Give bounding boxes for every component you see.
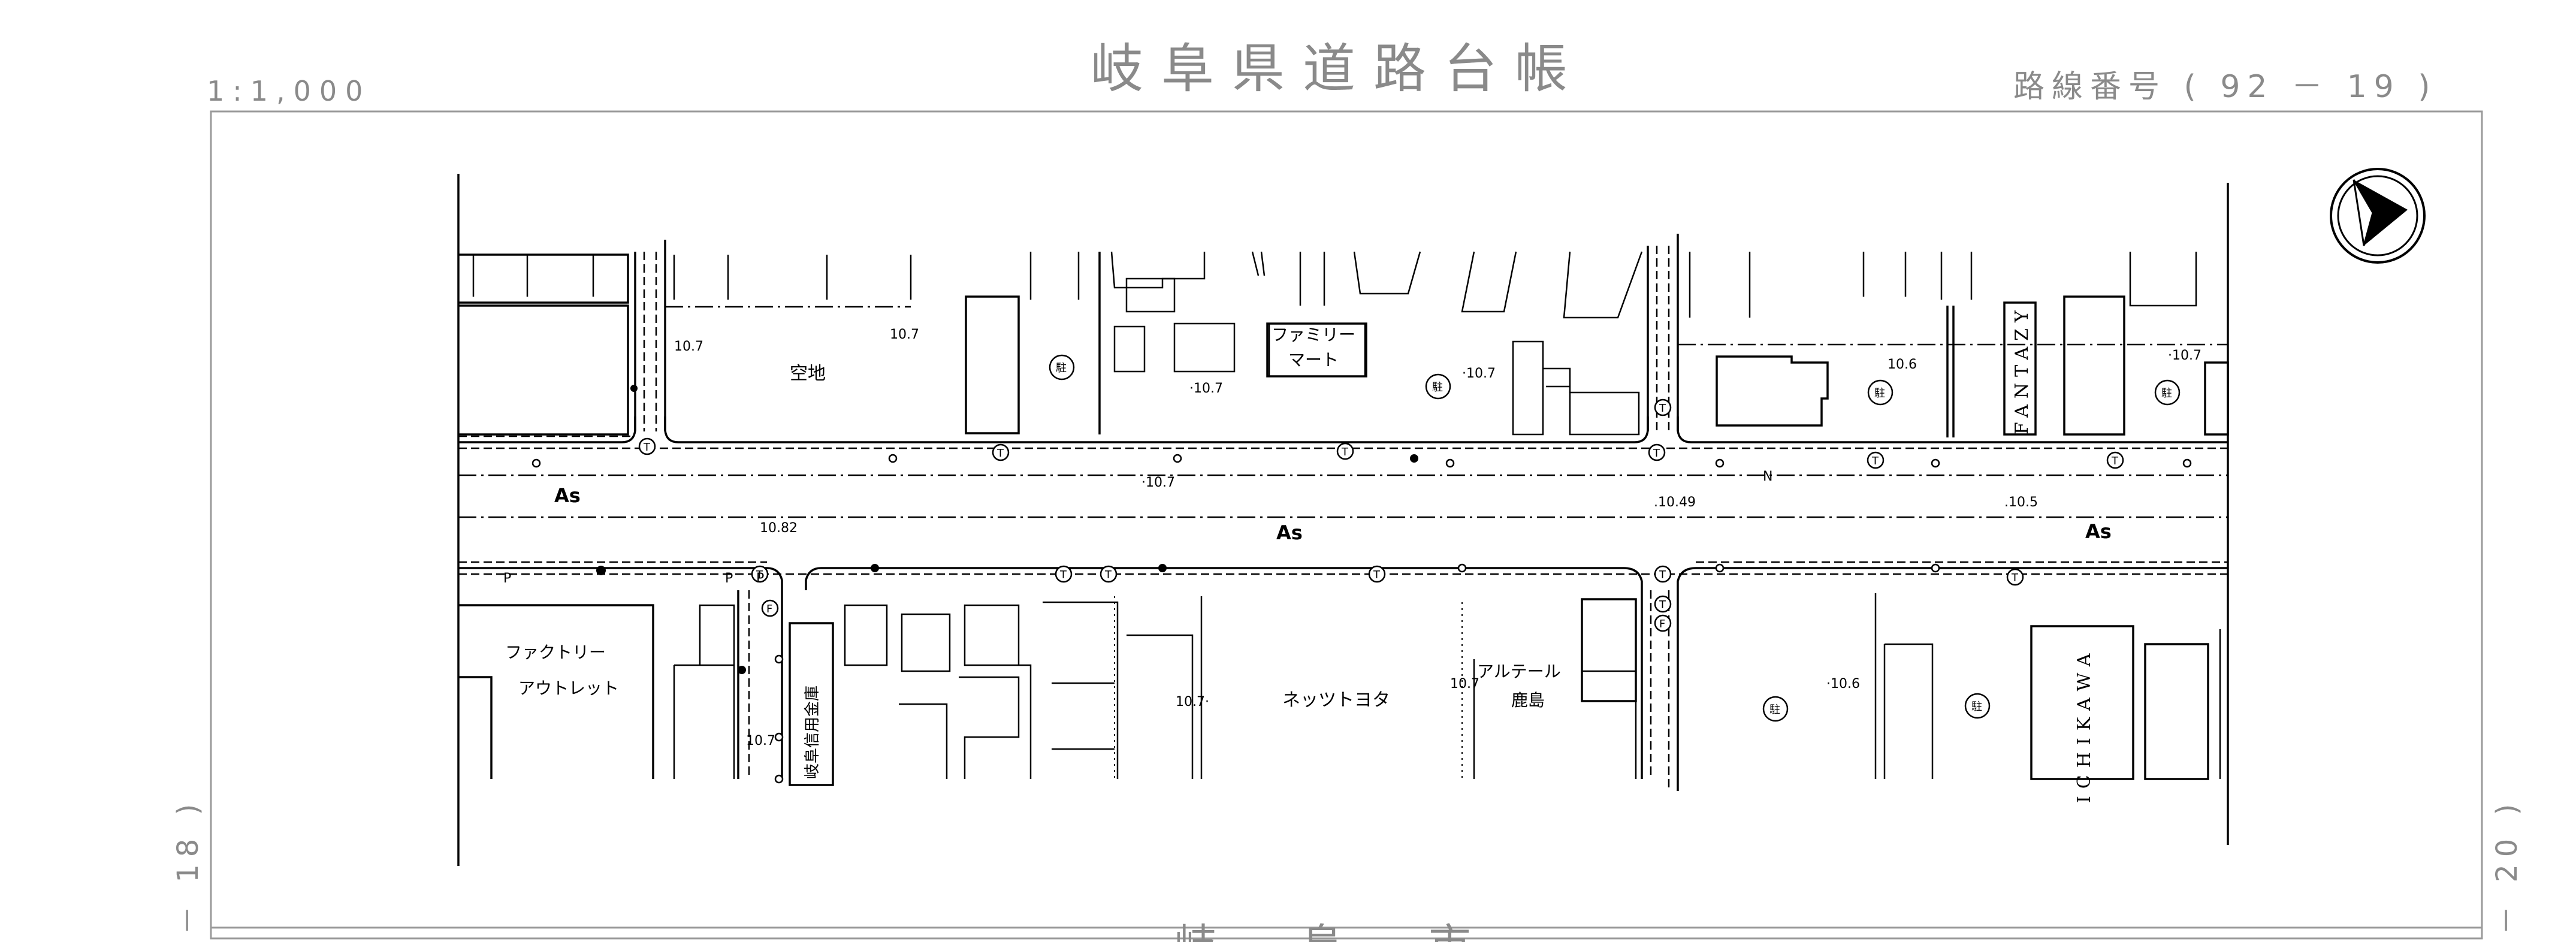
svg-text:駐: 駐 <box>1432 381 1443 394</box>
svg-text:T: T <box>1341 446 1349 458</box>
label-gifu-shinkin: 岐阜信用金庫 <box>804 686 822 779</box>
svg-text:T: T <box>1653 447 1660 460</box>
svg-text:駐: 駐 <box>1769 704 1780 716</box>
surface-as-3: As <box>2085 520 2112 543</box>
svg-text:F: F <box>1659 618 1665 630</box>
svg-text:·10.7: ·10.7 <box>2168 348 2201 363</box>
svg-text:P: P <box>503 571 511 586</box>
north-buildings <box>458 251 2229 437</box>
parking-icon: 駐 <box>1425 373 1451 400</box>
svg-text:10.7: 10.7 <box>674 339 703 354</box>
svg-text:駐: 駐 <box>1874 387 1885 400</box>
svg-text:10.7·: 10.7· <box>1176 695 1209 709</box>
label-ichikawa: ICHIKAWA <box>2074 647 2095 803</box>
right-sheet-ref: － 20 ) <box>2490 797 2524 935</box>
svg-text:T: T <box>756 569 763 581</box>
parking-icon: 駐 <box>1867 379 1894 406</box>
svg-text:T: T <box>1059 569 1067 581</box>
parking-icon: 駐 <box>1049 354 1075 381</box>
svg-text:·10.7: ·10.7 <box>1462 366 1496 381</box>
svg-text:.10.5: .10.5 <box>2004 495 2038 510</box>
svg-text:·10.7: ·10.7 <box>1189 381 1223 396</box>
bottom-city-label: 岐 阜 市 <box>1174 920 1507 942</box>
svg-text:駐: 駐 <box>1056 362 1067 375</box>
surface-as-2: As <box>1276 521 1303 544</box>
svg-text:10.82: 10.82 <box>760 521 798 536</box>
map-frame <box>210 110 2483 940</box>
svg-text:T: T <box>1659 599 1666 611</box>
svg-text:N: N <box>1763 469 1772 484</box>
label-vacant-lot: 空地 <box>790 363 826 384</box>
label-altere-1: アルテール <box>1477 662 1561 681</box>
svg-text:10.7: 10.7 <box>890 327 919 342</box>
label-factory-outlet-1: ファクトリー <box>505 642 606 662</box>
parking-icon: 駐 <box>2154 379 2181 406</box>
svg-text:P: P <box>756 571 764 586</box>
svg-text:駐: 駐 <box>2161 387 2172 400</box>
svg-text:10.6: 10.6 <box>1888 357 1917 372</box>
street-furniture <box>531 385 2192 784</box>
svg-text:10.7: 10.7 <box>746 733 775 748</box>
svg-text:駐: 駐 <box>1971 701 1982 713</box>
label-family-mart-2: マート <box>1288 350 1339 370</box>
north-side-streets <box>634 234 2228 431</box>
svg-text:P: P <box>725 571 733 586</box>
south-buildings <box>458 593 2221 786</box>
label-altere-2: 鹿島 <box>1511 690 1545 710</box>
svg-text:·10.6: ·10.6 <box>1826 677 1860 692</box>
svg-text:T: T <box>996 447 1004 460</box>
telephone-markers: T T T T T T T T T T T T T T F F <box>638 398 2124 632</box>
svg-text:T: T <box>643 441 651 454</box>
south-side-streets <box>737 590 1679 791</box>
svg-text:T: T <box>1373 569 1381 581</box>
route-number: 路線番号 ( 92 － 19 ) <box>2013 69 2438 105</box>
family-mart-box <box>1268 322 1366 378</box>
parking-markers: 駐 駐 駐 駐 駐 駐 <box>1049 354 2181 722</box>
label-fantazy: FANTAZY <box>2012 304 2033 434</box>
surface-as-1: As <box>554 484 581 507</box>
svg-text:T: T <box>1104 569 1112 581</box>
elevation-labels: 10.7 10.7 ·10.7 ·10.7 10.6 ·10.7 ·10.7 1… <box>674 327 2201 748</box>
left-sheet-ref: － 18 ) <box>171 797 205 935</box>
small-letter-markers: P P P N <box>503 469 1772 586</box>
svg-text:T: T <box>1659 402 1666 415</box>
label-family-mart-1: ファミリー <box>1272 325 1355 345</box>
svg-text:T: T <box>2111 455 2119 467</box>
svg-text:T: T <box>1871 455 1879 467</box>
svg-text:.10.49: .10.49 <box>1654 495 1696 510</box>
svg-text:T: T <box>1659 569 1666 581</box>
svg-text:T: T <box>2011 572 2019 584</box>
main-road <box>458 416 2228 590</box>
label-netz-toyota: ネッツトヨタ <box>1282 690 1390 711</box>
svg-text:F: F <box>766 603 772 615</box>
svg-text:·10.7: ·10.7 <box>1141 475 1175 490</box>
svg-text:10.7: 10.7 <box>1450 677 1479 692</box>
parking-icon: 駐 <box>1964 693 1991 719</box>
north-arrow-icon <box>2330 168 2426 264</box>
map-title: 岐阜県道路台帳 <box>1091 38 1586 99</box>
parking-icon: 駐 <box>1762 696 1789 722</box>
label-factory-outlet-2: アウトレット <box>518 678 619 698</box>
scale-label: 1:1,000 <box>207 75 371 107</box>
